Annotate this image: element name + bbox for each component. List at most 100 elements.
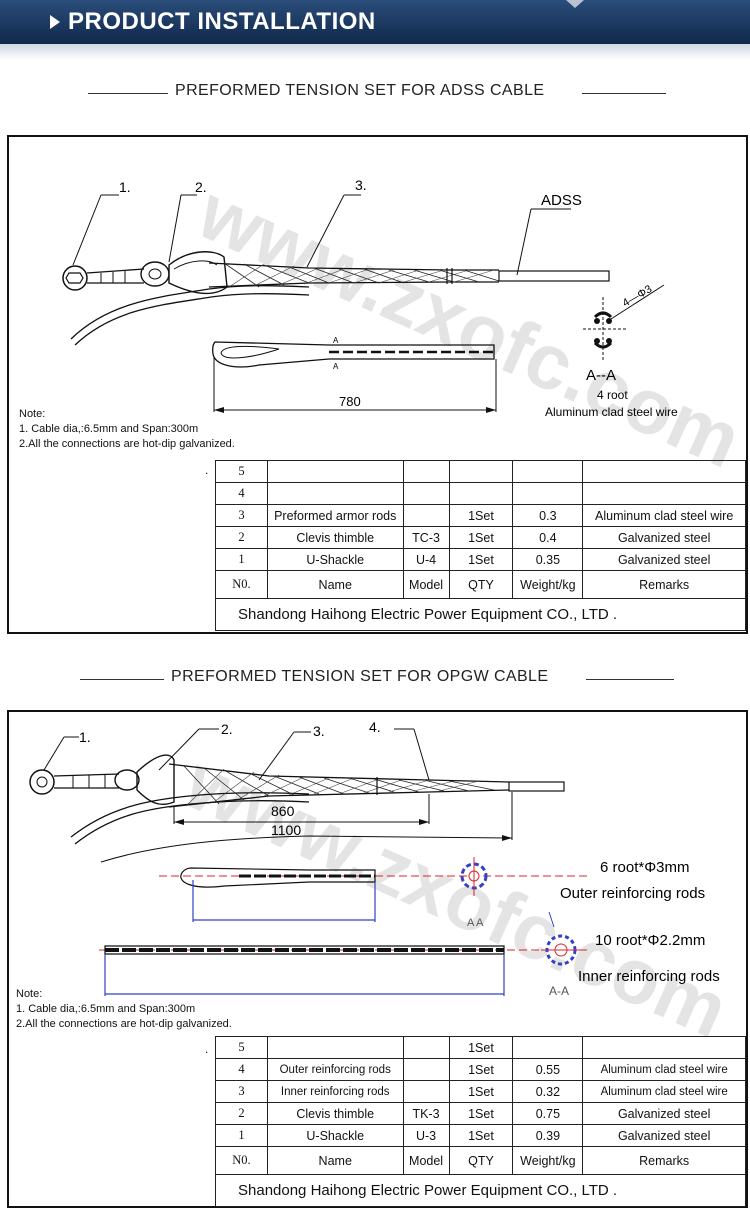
rod-mark-a-bottom: A <box>333 362 339 371</box>
note-line-2: 2.All the connections are hot-dip galvan… <box>19 438 235 450</box>
cell-weight: 0.4 <box>512 526 584 549</box>
cell-name: Clevis thimble <box>266 526 404 549</box>
adss-cable <box>498 270 610 282</box>
dimension-860: 860 <box>271 803 295 819</box>
cell-weight: 0.32 <box>512 1080 584 1103</box>
cell-model <box>402 1058 450 1081</box>
outer-rod-drawing <box>159 857 589 922</box>
cell-remarks: Galvanized steel <box>582 1102 746 1125</box>
cell-weight <box>512 460 584 483</box>
cell-weight: 0.3 <box>512 504 584 527</box>
cell-name: U-Shackle <box>266 1124 404 1147</box>
banner-notch <box>566 0 584 8</box>
table-footer-row: Shandong Haihong Electric Power Equipmen… <box>215 598 746 631</box>
opgw-heading-text: PREFORMED TENSION SET FOR OPGW CABLE <box>171 668 549 685</box>
cell-name: Clevis thimble <box>266 1102 404 1125</box>
cell-weight: 0.35 <box>512 548 584 571</box>
header-banner: PRODUCT INSTALLATION <box>0 0 750 44</box>
cell-qty: 1Set <box>448 526 514 549</box>
header-name: Name <box>266 1146 404 1175</box>
cell-weight: 0.55 <box>512 1058 584 1081</box>
inner-rods-name: Inner reinforcing rods <box>578 968 720 985</box>
header-name: Name <box>266 570 404 599</box>
cell-weight: 0.75 <box>512 1102 584 1125</box>
adss-notes: Note: 1. Cable dia,:6.5mm and Span:300m … <box>19 407 235 452</box>
cell-remarks: Aluminum clad steel wire <box>582 1058 746 1081</box>
table-dot: . <box>205 463 209 477</box>
cell-weight <box>512 1036 584 1059</box>
adss-drawing-panel: www.zxofc.com <box>7 135 748 634</box>
cell-no: 2 <box>215 1102 268 1125</box>
cell-name: Outer reinforcing rods <box>266 1058 404 1081</box>
table-footer-row: Shandong Haihong Electric Power Equipmen… <box>215 1174 746 1207</box>
note-line-2: 2.All the connections are hot-dip galvan… <box>16 1018 232 1030</box>
heading-rule-right <box>586 679 674 680</box>
section-label-inner: A-A <box>549 984 569 998</box>
section-label-outer: A A <box>467 917 484 929</box>
cell-qty: 1Set <box>448 1058 514 1081</box>
callout-2: 2. <box>221 721 233 737</box>
opgw-cable <box>508 781 565 792</box>
callout-4: 4. <box>369 719 381 735</box>
header-model: Model <box>402 570 450 599</box>
header-no: N0. <box>215 1146 268 1175</box>
adss-cross-section <box>583 284 665 362</box>
inner-rod-drawing <box>99 911 589 996</box>
cell-remarks: Aluminum clad steel wire <box>582 504 746 527</box>
diameter-label: 4—Φ3 <box>621 283 655 309</box>
section-label: A--A <box>586 367 616 384</box>
header-remarks: Remarks <box>582 1146 746 1175</box>
cell-remarks: Galvanized steel <box>582 1124 746 1147</box>
cell-model: U-3 <box>402 1124 450 1147</box>
header-weight: Weight/kg <box>512 570 584 599</box>
cell-name <box>266 482 404 505</box>
header-model: Model <box>402 1146 450 1175</box>
watermark: www.zxofc.com <box>185 167 746 485</box>
cell-model: TC-3 <box>402 526 450 549</box>
heading-rule-left <box>80 679 164 680</box>
clevis-thimble <box>114 754 175 806</box>
cell-qty <box>448 482 514 505</box>
banner-shadow <box>0 44 750 60</box>
callout-2: 2. <box>195 179 207 195</box>
company-name: Shandong Haihong Electric Power Equipmen… <box>215 1174 746 1207</box>
cell-remarks <box>582 1036 746 1059</box>
table-row: 5 <box>215 460 746 483</box>
adss-heading: PREFORMED TENSION SET FOR ADSS CABLE <box>0 82 750 106</box>
company-name: Shandong Haihong Electric Power Equipmen… <box>215 598 746 631</box>
cell-qty: 1Set <box>448 1036 514 1059</box>
outer-rods-name: Outer reinforcing rods <box>560 885 705 902</box>
cell-name: Inner reinforcing rods <box>266 1080 404 1103</box>
dimension-1100: 1100 <box>271 822 301 838</box>
dimension-780: 780 <box>339 394 361 409</box>
cell-model <box>402 1036 450 1059</box>
heading-rule-right <box>582 93 666 94</box>
rod-mark-a-top: A <box>333 336 339 345</box>
cell-weight: 0.39 <box>512 1124 584 1147</box>
cell-qty: 1Set <box>448 1102 514 1125</box>
cell-no: 2 <box>215 526 268 549</box>
note-title: Note: <box>19 408 46 420</box>
cell-model <box>402 1080 450 1103</box>
cell-model <box>402 460 450 483</box>
cell-remarks: Galvanized steel <box>582 548 746 571</box>
section-caption-1: 4 root <box>597 388 628 402</box>
cell-no: 4 <box>215 1058 268 1081</box>
cell-no: 4 <box>215 482 268 505</box>
cell-model <box>402 504 450 527</box>
table-row: 5 1Set <box>215 1036 746 1059</box>
cell-qty: 1Set <box>448 1124 514 1147</box>
header-weight: Weight/kg <box>512 1146 584 1175</box>
cable-curve <box>70 285 310 340</box>
cell-no: 5 <box>215 1036 268 1059</box>
callout-1: 1. <box>79 729 91 745</box>
cell-model: TK-3 <box>402 1102 450 1125</box>
